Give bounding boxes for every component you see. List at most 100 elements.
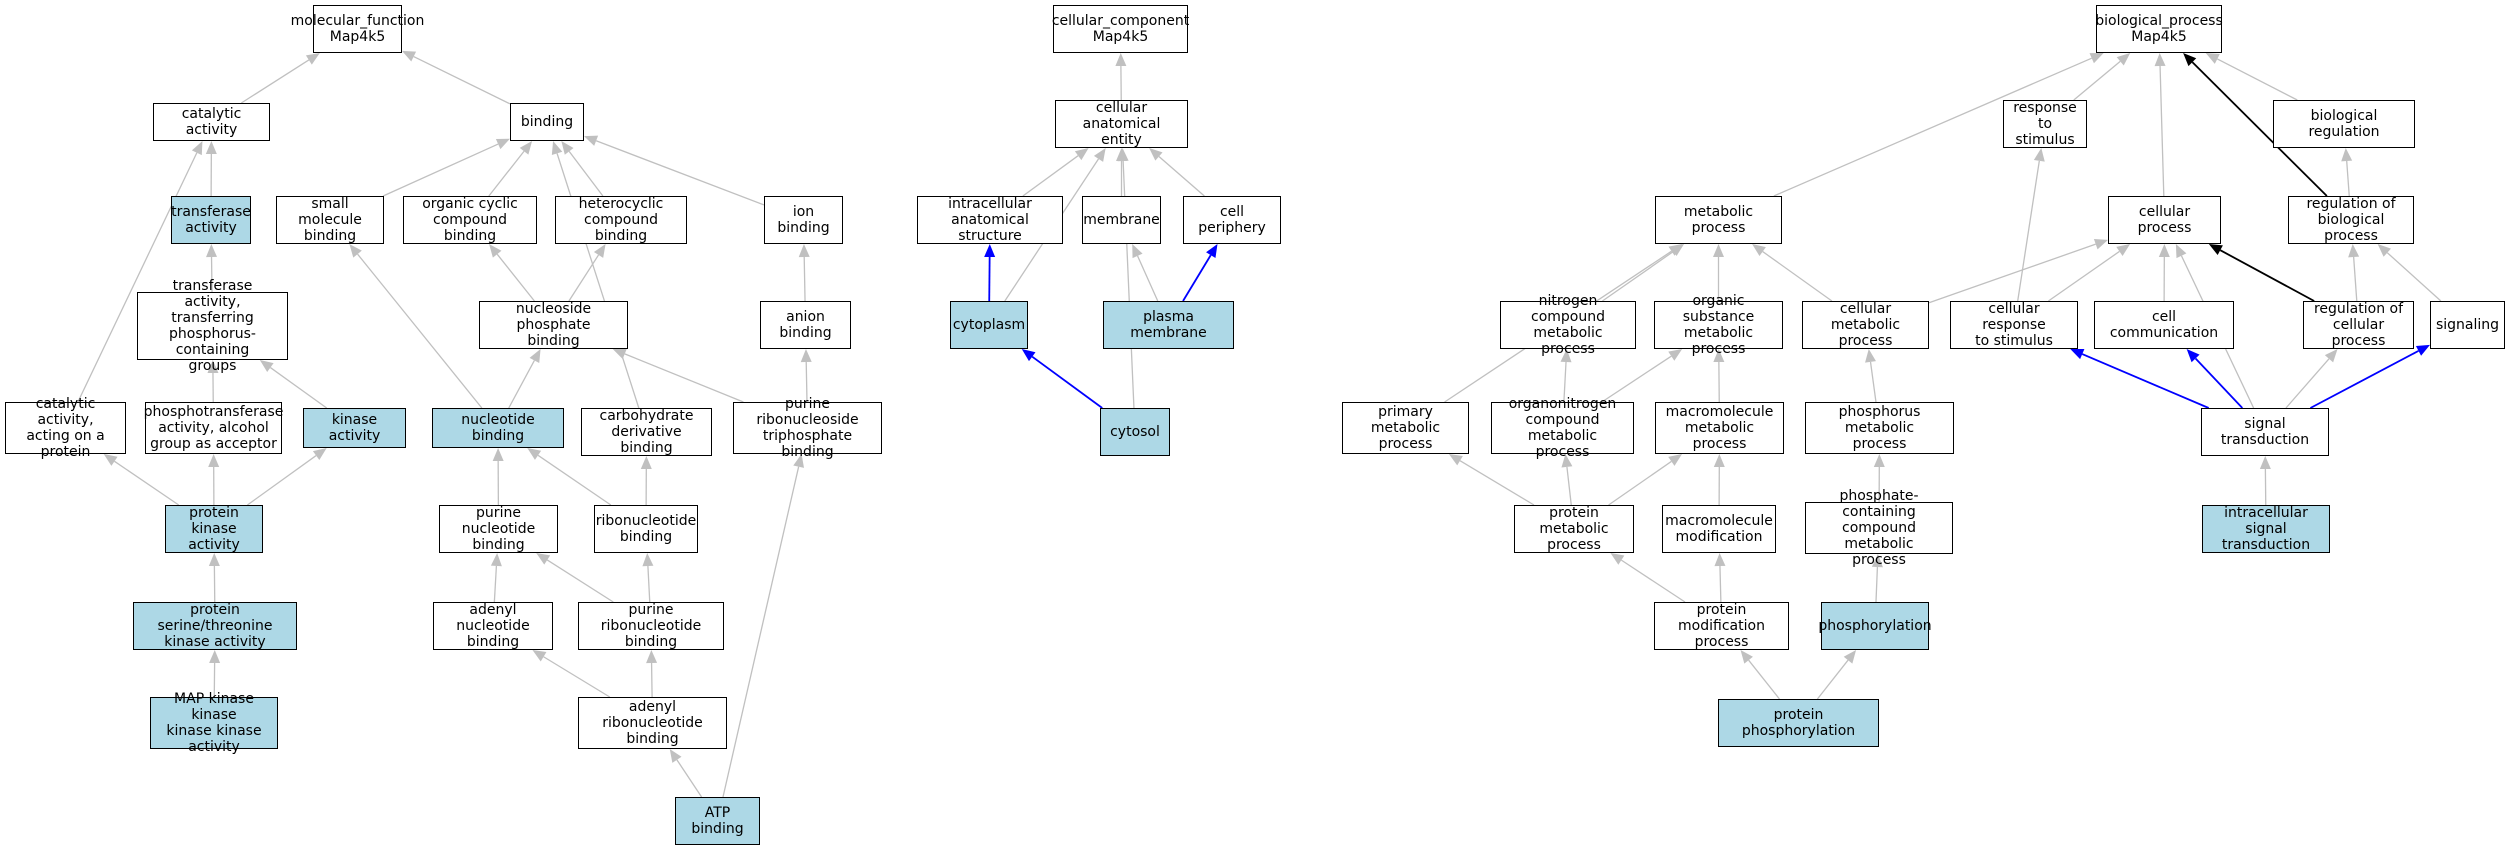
arrowhead-phosphorus_metabolic-to-cellular_metabolic	[1865, 349, 1876, 363]
edge-organonitrogen_metabolic-to-organic_substance_metabolic	[1601, 355, 1672, 403]
arrowhead-cellular_metabolic-to-metabolic_process	[1752, 244, 1766, 257]
arrowhead-organic_substance_metabolic-to-metabolic_process	[1713, 244, 1724, 257]
node-intracellular-signal-transduction: intracellular signal transduction	[2202, 505, 2330, 553]
edge-nucleotide_binding-to-nucleoside_phosphate_binding	[508, 360, 535, 409]
node-atp-binding: ATP binding	[675, 797, 760, 845]
arrowhead-atp_binding-to-adenyl_ribonucleotide_binding	[669, 749, 682, 763]
edge-cytosol-to-cytoplasm	[1031, 355, 1103, 409]
edge-plasma_membrane-to-cell_periphery	[1182, 254, 1212, 302]
arrowhead-protein_ser_thr_kinase-to-protein_kinase_activity	[208, 553, 220, 567]
edge-metabolic_process-to-bp_root	[1773, 57, 2092, 197]
edge-atp_binding-to-purine_ribonucleoside_tp_binding	[722, 466, 800, 798]
arrowhead-nucleotide_binding-to-nucleoside_phosphate_binding	[529, 349, 541, 364]
node-map-kkk-activity: MAP kinase kinase kinase kinase activity	[150, 691, 278, 755]
node-phosphotransferase: phosphotransferase activity, alcohol gro…	[143, 402, 284, 454]
node-biological-regulation: biological regulation	[2273, 100, 2415, 148]
arrowhead-nucleoside_phosphate_binding-to-organic_cyclic_binding	[489, 244, 502, 258]
node-signal-transduction: signal transduction	[2201, 408, 2329, 456]
arrowhead-protein_metabolic-to-organonitrogen_metabolic	[1561, 454, 1573, 468]
node-regulation-bio-process: regulation of biological process	[2288, 196, 2414, 244]
node-response-to-stimulus: response to stimulus	[2003, 100, 2087, 148]
edge-protein_metabolic-to-macromolecule_metabolic	[1608, 460, 1672, 506]
arrowhead-macromolecule_metabolic-to-organic_substance_metabolic	[1713, 349, 1725, 363]
edge-plasma_membrane-to-membrane	[1136, 255, 1159, 302]
arrowhead-signal_transduction-to-regulation_cellular_process	[2324, 349, 2338, 363]
edge-adenyl_ribonucleotide_binding-to-purine_ribonucleotide_binding	[650, 662, 653, 698]
edge-catalytic_activity-to-mf_root	[240, 59, 310, 104]
arrowhead-catalytic_activity-to-mf_root	[305, 53, 320, 65]
node-cytoplasm: cytoplasm	[950, 301, 1028, 349]
node-catalytic-activity: catalytic activity	[153, 103, 270, 141]
arrowhead-plasma_membrane-to-membrane	[1132, 244, 1143, 259]
edge-protein_metabolic-to-primary_metabolic	[1459, 460, 1535, 506]
arrowhead-ribonucleotide_binding-to-nucleotide_binding	[527, 448, 542, 460]
edge-signal_transduction-to-signaling	[2310, 350, 2419, 409]
edge-organic_cyclic_binding-to-binding	[488, 150, 525, 197]
node-protein-phosphorylation: protein phosphorylation	[1718, 699, 1879, 747]
node-heterocyclic-binding: heterocyclic compound binding	[555, 196, 687, 244]
edge-protein_kinase_activity-to-kinase_activity	[247, 455, 317, 506]
node-cc-root: cellular_component Map4k5	[1052, 5, 1189, 53]
node-protein-modification-process: protein modification process	[1654, 602, 1789, 650]
edge-protein_metabolic-to-organonitrogen_metabolic	[1566, 466, 1572, 506]
arrowhead-cellular_anatomical_entity-to-cc_root	[1115, 53, 1127, 67]
arrowhead-cellular_process-to-bp_root	[2154, 53, 2166, 67]
node-cell-communication: cell communication	[2094, 301, 2234, 349]
edge-cellular_process-to-bp_root	[2159, 65, 2165, 197]
edge-signal_transduction-to-cell_communication	[2194, 357, 2244, 409]
edge-purine_ribonucleoside_tp_binding-to-anion_binding	[805, 361, 808, 403]
edge-carbohydrate_deriv_binding-to-binding	[556, 153, 640, 409]
edge-cellular_metabolic-to-metabolic_process	[1762, 251, 1833, 302]
arrowhead-kinase_activity-to-transferase_phospho	[259, 360, 274, 373]
arrowhead-purine_ribonucleoside_tp_binding-to-anion_binding	[800, 349, 812, 363]
node-metabolic-process: metabolic process	[1655, 196, 1782, 244]
edge-protein_phosphorylation-to-phosphorylation	[1816, 659, 1849, 700]
edge-catalytic_on_protein-to-catalytic_activity	[77, 152, 198, 403]
node-transferase-phospho: transferase activity, transferring phosp…	[137, 278, 288, 374]
arrowhead-protein_modification_process-to-macromolecule_modification	[1714, 553, 1726, 567]
edge-cellular_metabolic-to-cellular_process	[1928, 243, 2096, 304]
node-nitrogen-compound-metabolic: nitrogen compound metabolic process	[1500, 293, 1636, 357]
edge-heterocyclic_binding-to-binding	[568, 150, 604, 197]
arrowhead-cell_periphery-to-cellular_anatomical_entity	[1149, 148, 1163, 161]
edge-signaling-to-regulation_bio_process	[2386, 252, 2442, 302]
edge-purine_ribonucleotide_binding-to-ribonucleotide_binding	[647, 565, 651, 603]
arrowhead-map_kkk_activity-to-protein_ser_thr_kinase	[209, 650, 221, 664]
node-plasma-membrane: plasma membrane	[1103, 301, 1234, 349]
node-cellular-process: cellular process	[2108, 196, 2221, 244]
node-cell-periphery: cell periphery	[1183, 196, 1281, 244]
node-kinase-activity: kinase activity	[303, 408, 406, 448]
edge-nucleotide_binding-to-small_molecule_binding	[357, 253, 483, 409]
arrowhead-signal_transduction-to-cellular_process	[2175, 244, 2187, 259]
arrowhead-nucleoside_phosphate_binding-to-heterocyclic_binding	[593, 244, 606, 258]
node-organic-cyclic-binding: organic cyclic compound binding	[403, 196, 537, 244]
arrowhead-binding-to-mf_root	[402, 50, 417, 62]
arrowhead-atp_binding-to-purine_ribonucleoside_tp_binding	[793, 454, 805, 468]
node-bp-root: biological_process Map4k5	[2095, 5, 2223, 53]
arrowhead-phosphorylation-to-phosphate_compound_metabolic	[1871, 554, 1883, 568]
node-adenyl-ribonucleotide-binding: adenyl ribonucleotide binding	[578, 697, 727, 749]
arrowhead-protein_metabolic-to-macromolecule_metabolic	[1668, 454, 1683, 466]
node-mf-root: molecular_function Map4k5	[291, 5, 424, 53]
edge-protein_phosphorylation-to-protein_modification_process	[1748, 659, 1780, 700]
arrowhead-protein_metabolic-to-primary_metabolic	[1448, 454, 1463, 466]
arrowhead-purine_ribonucleotide_binding-to-ribonucleotide_binding	[642, 553, 654, 567]
arrowhead-phosphate_compound_metabolic-to-phosphorus_metabolic	[1873, 454, 1885, 468]
edge-adenyl_nucleotide_binding-to-purine_nucleotide_binding	[493, 565, 498, 603]
node-anion-binding: anion binding	[760, 301, 851, 349]
arrowhead-organic_cyclic_binding-to-binding	[519, 141, 533, 155]
node-cytosol: cytosol	[1100, 408, 1170, 456]
arrowhead-anion_binding-to-ion_binding	[798, 244, 810, 258]
node-regulation-cellular-process: regulation of cellular process	[2303, 301, 2414, 349]
arrowhead-plasma_membrane-to-cell_periphery	[1206, 244, 1218, 258]
arrowhead-protein_kinase_activity-to-phosphotransferase	[208, 454, 220, 468]
edge-phosphorylation-to-phosphate_compound_metabolic	[1875, 566, 1879, 603]
arrowhead-cytoplasm-to-cellular_anatomical_entity	[1093, 148, 1106, 162]
edge-regulation_cellular_process-to-regulation_bio_process	[2352, 256, 2358, 302]
edge-intracellular_structure-to-cellular_anatomical_entity	[1022, 155, 1079, 197]
node-ion-binding: ion binding	[764, 196, 843, 244]
node-purine-ribonucleotide-binding: purine ribonucleotide binding	[578, 602, 724, 650]
arrowhead-adenyl_ribonucleotide_binding-to-purine_ribonucleotide_binding	[646, 650, 658, 664]
edge-phosphorus_metabolic-to-cellular_metabolic	[1869, 361, 1877, 403]
edge-atp_binding-to-adenyl_ribonucleotide_binding	[676, 759, 703, 798]
